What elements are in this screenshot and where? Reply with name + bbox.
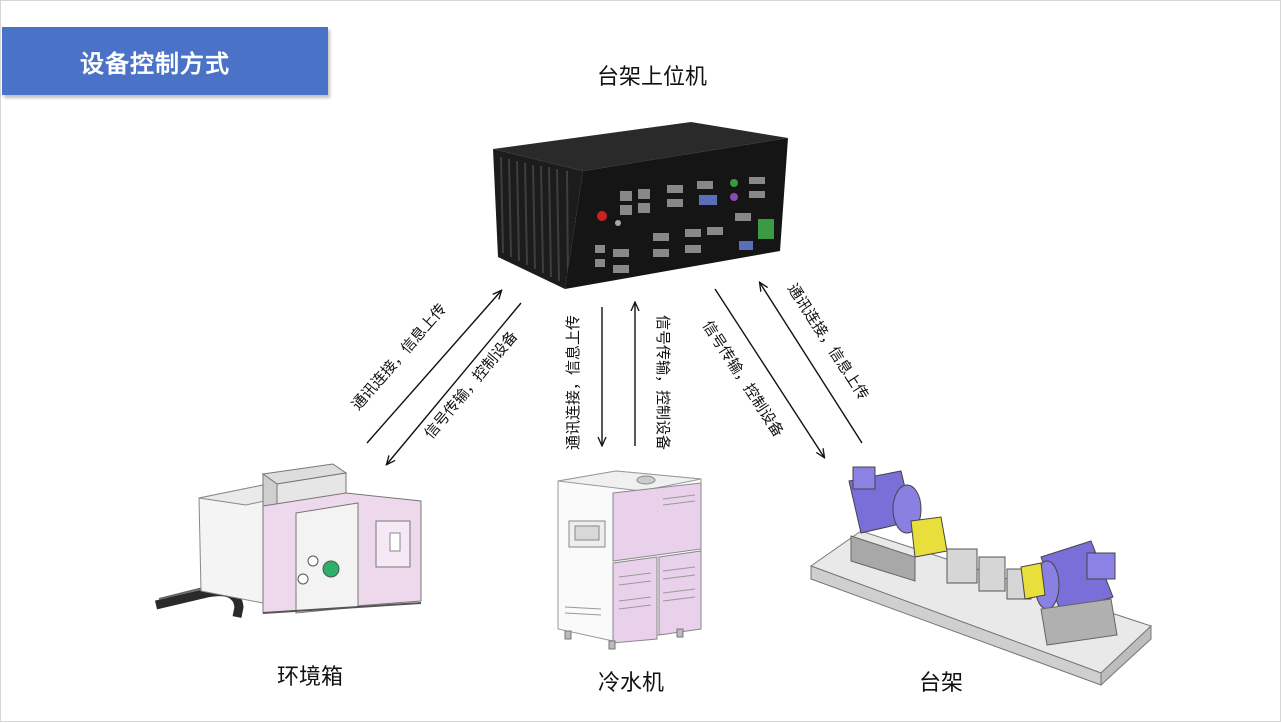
- host-label: 台架上位机: [597, 65, 708, 90]
- env-chamber-label: 环境箱: [277, 665, 344, 690]
- title-bar: 设备控制方式: [2, 27, 328, 95]
- env-down-arrow: [387, 302, 522, 464]
- chiller-up-label: 通讯连接，信息上传: [564, 314, 583, 451]
- env-up-arrow: [366, 291, 501, 444]
- slide-title: 设备控制方式: [80, 50, 230, 78]
- bench-up-arrow: [760, 283, 863, 444]
- chiller-down-label: 信号传输，控制设备: [654, 314, 673, 451]
- chiller-label: 冷水机: [598, 671, 665, 696]
- bench-down-arrow: [714, 288, 824, 457]
